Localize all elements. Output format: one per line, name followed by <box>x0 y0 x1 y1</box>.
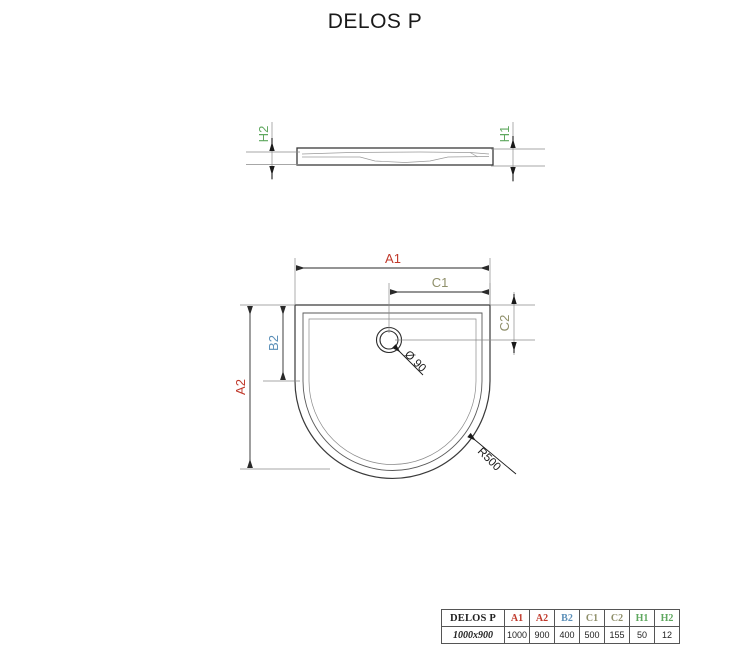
spec-table-header-row: DELOS P A1 A2 B2 C1 C2 H1 H2 <box>441 609 680 627</box>
spec-header-h2: H2 <box>654 609 680 627</box>
drain-leader-line <box>392 344 424 376</box>
a1-label: A1 <box>385 251 401 266</box>
spec-row-size: 1000x900 <box>441 626 505 644</box>
side-view-inner-contour-slope <box>302 156 490 163</box>
spec-value-a1: 1000 <box>504 626 530 644</box>
b2-label: B2 <box>266 335 281 351</box>
h2-label: H2 <box>256 126 271 143</box>
spec-value-a2: 900 <box>529 626 555 644</box>
plan-outer-outline <box>294 304 491 480</box>
a2-label: A2 <box>233 379 248 395</box>
side-view-inner-contour-top <box>301 151 490 155</box>
side-view-corner-line <box>469 152 479 158</box>
h1-label: H1 <box>497 126 512 143</box>
spec-table-row: 1000x900 1000 900 400 500 155 50 12 <box>441 626 680 644</box>
spec-table-model-name: DELOS P <box>441 609 505 627</box>
spec-header-a1: A1 <box>504 609 530 627</box>
spec-value-h1: 50 <box>629 626 655 644</box>
spec-header-a2: A2 <box>529 609 555 627</box>
spec-header-c1: C1 <box>579 609 605 627</box>
plan-inner-rim-outline <box>302 312 483 471</box>
page-title: DELOS P <box>327 10 423 33</box>
spec-header-c2: C2 <box>604 609 630 627</box>
plan-basin-floor-outline <box>308 318 477 465</box>
spec-value-b2: 400 <box>554 626 580 644</box>
radius-leader-line <box>467 432 517 475</box>
spec-value-c2: 155 <box>604 626 630 644</box>
radius-label: R500 <box>475 446 503 474</box>
spec-table: DELOS P A1 A2 B2 C1 C2 H1 H2 1000x900 10… <box>441 609 680 644</box>
side-view-group: H2 H1 <box>246 122 545 182</box>
spec-value-c1: 500 <box>579 626 605 644</box>
plan-view-group: Ø 90 R500 A1 C1 C2 A2 <box>233 251 535 480</box>
c1-label: C1 <box>432 275 449 290</box>
c2-label: C2 <box>497 315 512 332</box>
spec-value-h2: 12 <box>654 626 680 644</box>
spec-header-h1: H1 <box>629 609 655 627</box>
spec-header-b2: B2 <box>554 609 580 627</box>
